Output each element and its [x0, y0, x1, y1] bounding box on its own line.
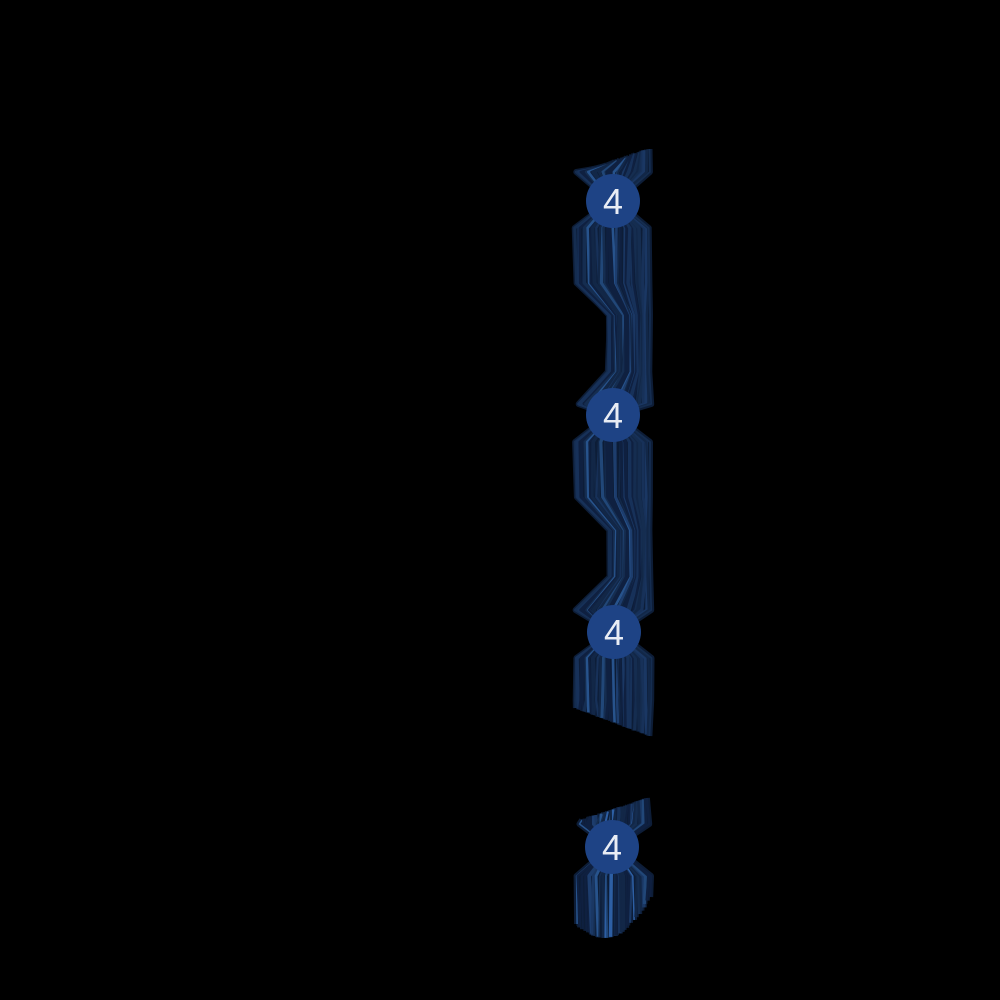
badge-count-label: 4	[602, 827, 622, 868]
route-badge-1[interactable]: 4	[586, 174, 640, 228]
badge-circle	[586, 174, 640, 228]
badge-circle	[586, 388, 640, 442]
badge-circle	[587, 605, 641, 659]
route-badge-3[interactable]: 4	[587, 605, 641, 659]
route-badge-4[interactable]: 4	[585, 820, 639, 874]
badge-count-label: 4	[603, 395, 623, 436]
badge-count-label: 4	[603, 181, 623, 222]
badge-circle	[585, 820, 639, 874]
route-badge-2[interactable]: 4	[586, 388, 640, 442]
badge-count-label: 4	[604, 612, 624, 653]
